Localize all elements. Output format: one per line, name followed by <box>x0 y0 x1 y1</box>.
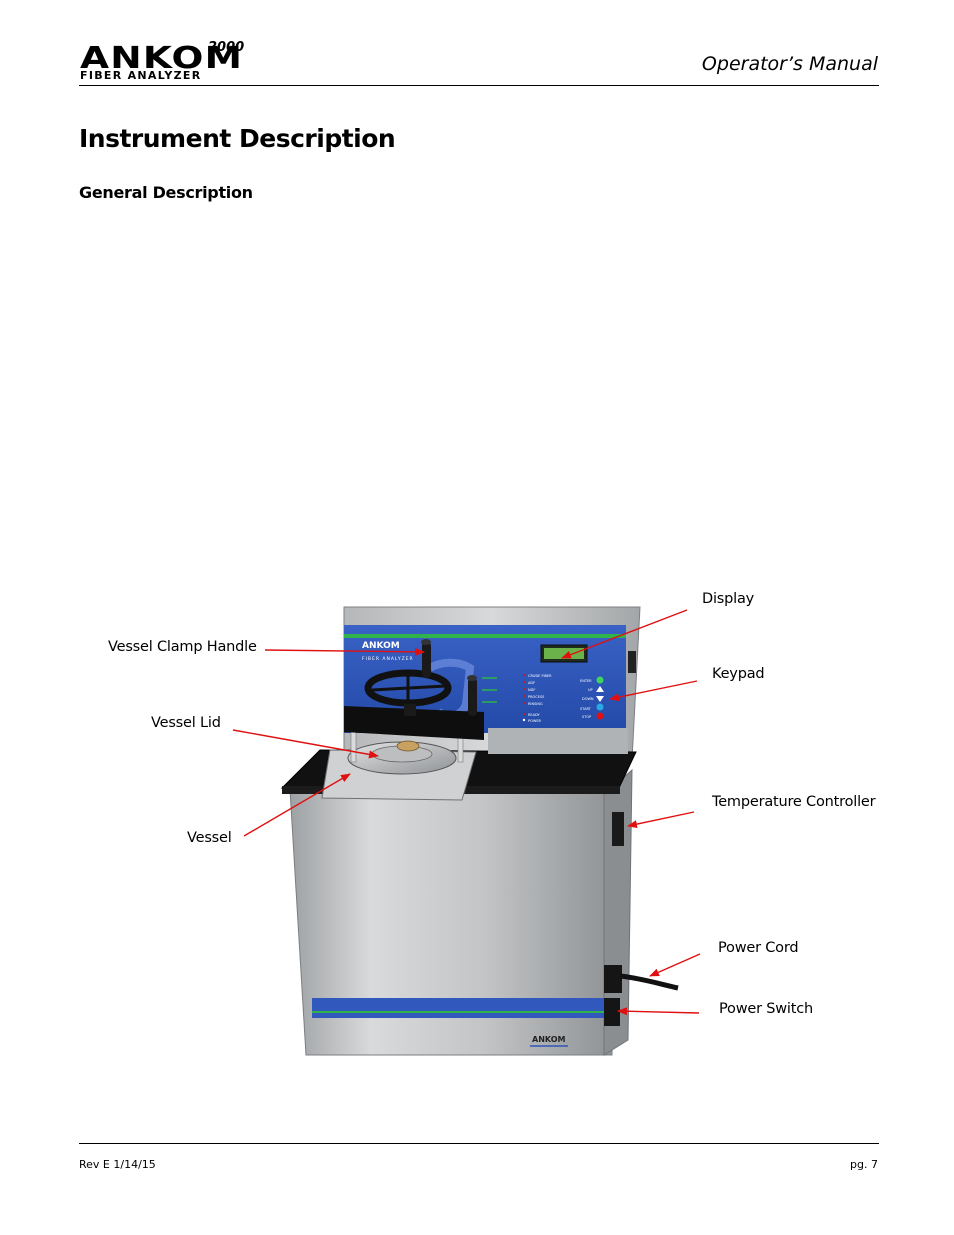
callout-arrows <box>232 609 701 1016</box>
status-label: ADF <box>528 681 535 685</box>
vessel-lid-arrow <box>232 729 379 759</box>
instrument-base: ANKOM <box>289 768 633 1056</box>
panel-brand: ANKOM <box>362 641 400 651</box>
power-switch <box>604 998 620 1026</box>
start-key <box>596 703 604 711</box>
status-label: PROCESS <box>528 695 545 699</box>
footer-divider <box>79 1143 879 1144</box>
clamp-handle-knob <box>422 642 431 678</box>
tower-side-port <box>628 651 636 673</box>
lid-brass-fitting <box>396 740 420 752</box>
key-label: UP <box>588 688 593 692</box>
callout-vessel-clamp-handle: Vessel Clamp Handle <box>108 639 257 655</box>
keypad: ENTER UP DOWN START STOP <box>580 676 604 720</box>
callout-vessel: Vessel <box>187 830 232 846</box>
status-label: READY <box>528 713 541 717</box>
temperature-controller-knob <box>612 812 624 846</box>
status-label: RINSING <box>528 702 543 706</box>
power-cord-socket <box>604 965 622 993</box>
status-indicator-list: CRUDE FIBER ADF NDF PROCESS RINSING READ… <box>522 674 552 723</box>
vessel-clamp-handle-arrow <box>264 647 425 656</box>
header-divider <box>79 85 879 86</box>
power-cord-arrow <box>649 953 701 977</box>
down-key-icon <box>596 696 604 702</box>
status-label: POWER <box>528 719 542 723</box>
callout-vessel-lid: Vessel Lid <box>151 715 221 731</box>
key-label: ENTER <box>580 679 592 683</box>
logo-model-number: 2000 <box>208 40 245 55</box>
up-key-icon <box>596 686 604 692</box>
callout-power-switch: Power Switch <box>719 1001 813 1017</box>
display-arrow <box>561 609 688 659</box>
key-label: START <box>580 707 592 711</box>
logo-wordmark: ANKOM <box>80 41 244 76</box>
base-green-stripe <box>312 1011 604 1013</box>
section-title: General Description <box>79 183 253 202</box>
base-brand: ANKOM <box>532 1035 566 1044</box>
power-connection <box>604 965 679 1026</box>
key-label: STOP <box>582 715 591 719</box>
key-label: DOWN <box>582 697 594 701</box>
manual-title: Operator’s Manual <box>701 53 878 75</box>
power-cord <box>619 973 679 991</box>
callout-power-cord: Power Cord <box>718 940 799 956</box>
panel-green-stripe <box>344 634 626 638</box>
temperature-controller-arrow <box>627 811 695 829</box>
enter-key <box>596 676 604 684</box>
page-title: Instrument Description <box>79 124 396 153</box>
callout-display: Display <box>702 591 755 607</box>
vessel-arrow <box>243 773 351 837</box>
logo-subtitle: FIBER ANALYZER <box>80 69 202 82</box>
status-label: CRUDE FIBER <box>528 674 552 678</box>
vessel-assembly <box>321 639 484 801</box>
revision-label: Rev E 1/14/15 <box>79 1158 156 1171</box>
power-switch-arrow <box>617 1007 700 1016</box>
tower-lower <box>488 728 628 754</box>
stop-key <box>596 712 604 720</box>
callout-temperature-controller: Temperature Controller <box>712 794 876 810</box>
keypad-arrow <box>609 680 698 702</box>
clamp-handle-knob-2 <box>468 678 477 716</box>
panel-subtitle: FIBER ANALYZER <box>362 656 414 662</box>
clamp-bar <box>344 706 484 740</box>
callout-keypad: Keypad <box>712 666 765 682</box>
status-label: NDF <box>528 688 535 692</box>
base-blue-band <box>312 998 604 1018</box>
page-number: pg. 7 <box>850 1158 878 1171</box>
